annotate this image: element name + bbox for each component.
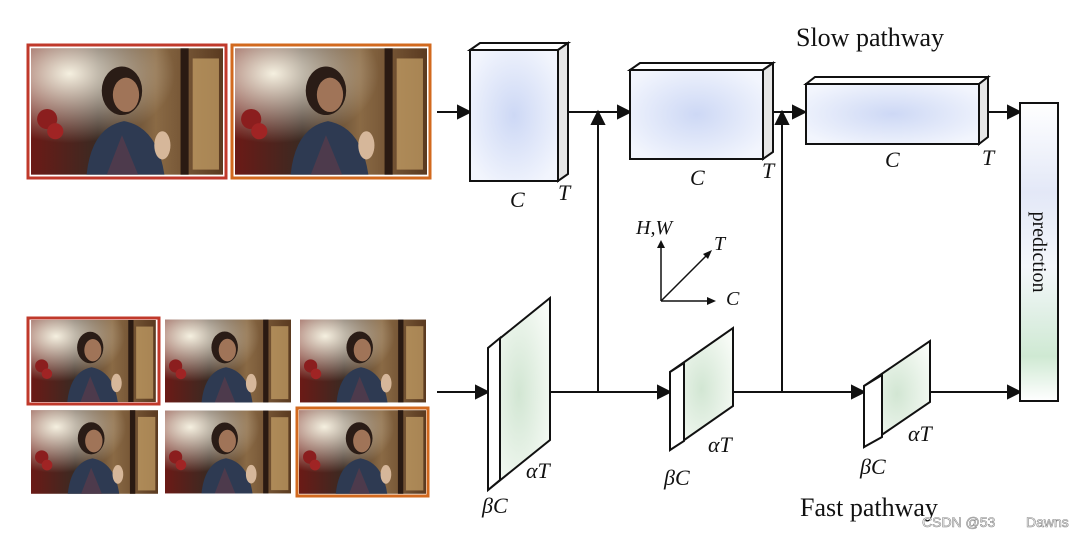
axis-legend — [657, 240, 716, 305]
slow-block-1 — [466, 41, 572, 183]
slow-block-2-t-label: T — [762, 158, 776, 183]
prediction-block: prediction — [1019, 102, 1059, 402]
slow-block-3-c-label: C — [885, 147, 900, 172]
axis-hw-label: H,W — [635, 217, 674, 239]
fast-pathway-title: Fast pathway — [800, 493, 938, 522]
slow-block-3-t-label: T — [982, 145, 996, 170]
watermark-right: Dawns — [1026, 514, 1069, 530]
slow-block-2-c-label: C — [690, 165, 705, 190]
fast-block-2-at-label: αT — [708, 432, 734, 457]
fast-block-2 — [669, 326, 734, 452]
fast-block-3 — [863, 339, 931, 449]
slow-pathway-title: Slow pathway — [796, 23, 944, 52]
slow-block-1-t-label: T — [558, 180, 572, 205]
fast-pathway-lines — [437, 109, 1023, 400]
fast-block-1-bc-label: βC — [481, 493, 508, 518]
fast-input-frames — [26, 316, 430, 498]
axis-c-label: C — [726, 288, 740, 310]
fast-block-1-at-label: αT — [526, 458, 552, 483]
watermark: CSDN @53 Dawns — [922, 514, 1069, 531]
prediction-label: prediction — [1028, 211, 1050, 292]
fast-block-3-at-label: αT — [908, 421, 934, 446]
fast-block-2-bc-label: βC — [663, 465, 690, 490]
slow-pathway — [437, 104, 1023, 120]
watermark-left: CSDN @53 — [922, 514, 996, 530]
axis-t-label: T — [714, 233, 727, 255]
slow-block-2 — [626, 61, 777, 161]
slow-block-3 — [803, 74, 991, 147]
slow-input-frames — [26, 43, 432, 180]
fast-block-1 — [487, 295, 551, 493]
fast-block-3-bc-label: βC — [859, 454, 886, 479]
slow-block-1-c-label: C — [510, 187, 525, 212]
